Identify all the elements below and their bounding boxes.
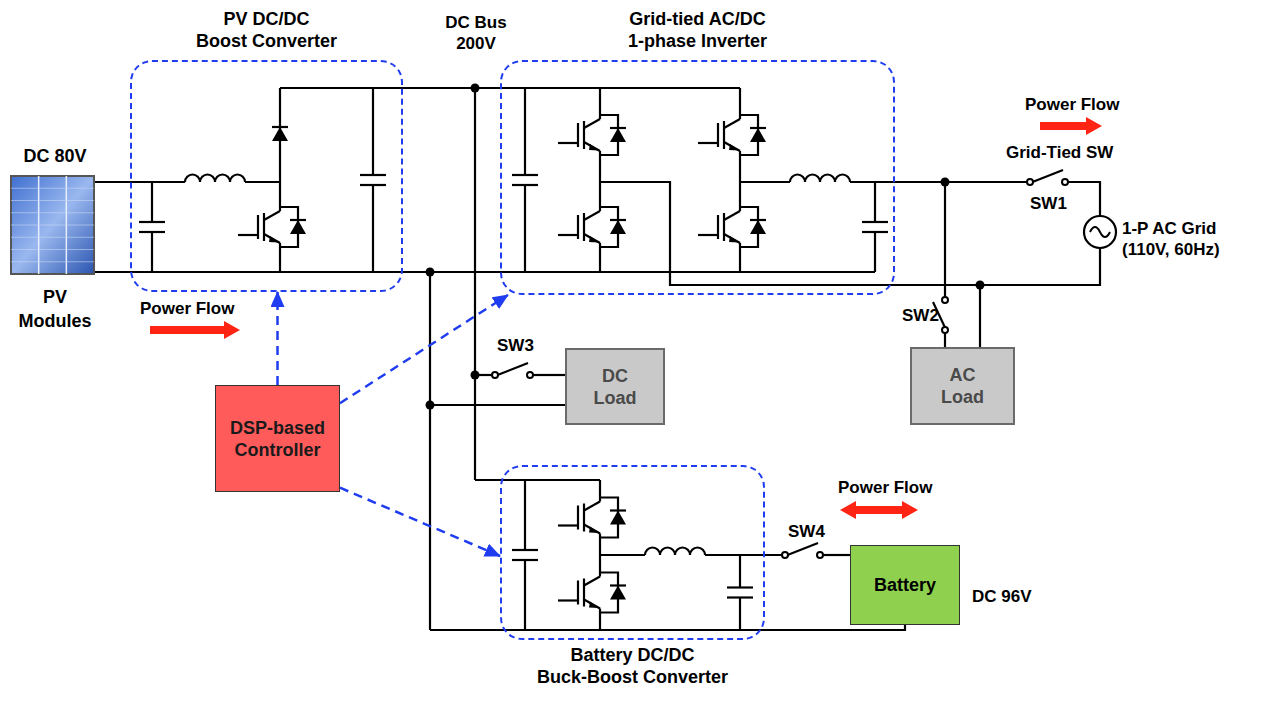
converter-group: Battery DC/DC Buck-Boost Converter: [500, 465, 765, 699]
component-box: DC Load: [565, 348, 665, 425]
component-box: DSP-based Controller: [215, 385, 340, 492]
annotation-label: SW4: [788, 521, 825, 542]
control-link: [276, 292, 279, 385]
annotation-label: Power Flow: [838, 477, 932, 498]
control-link: [340, 488, 500, 556]
converter-group: PV DC/DC Boost Converter: [130, 8, 403, 292]
box-label: AC Load: [941, 364, 984, 408]
annotation-label: Power Flow: [140, 298, 234, 319]
annotation-label: Grid-Tied SW: [1006, 142, 1113, 163]
dashed-boundary: [130, 60, 403, 292]
pv-label: DC 80V: [5, 145, 105, 167]
group-heading: Grid-tied AC/DC 1-phase Inverter: [627, 8, 769, 52]
box-label: Battery: [874, 574, 936, 596]
annotation-label: SW2: [902, 305, 939, 326]
pv-label: PV Modules: [5, 285, 105, 333]
converter-group: Grid-tied AC/DC 1-phase Inverter: [500, 8, 895, 295]
annotation-label: Power Flow: [1025, 94, 1119, 115]
annotation-label: SW3: [497, 335, 534, 356]
annotation-label: DC 96V: [972, 586, 1032, 607]
annotation-label: DC Bus 200V: [440, 12, 512, 54]
box-label: DC Load: [594, 365, 637, 409]
component-box: Battery: [850, 545, 960, 625]
component-box: AC Load: [910, 347, 1015, 425]
control-link: [340, 295, 508, 403]
group-heading: Battery DC/DC Buck-Boost Converter: [533, 644, 733, 688]
group-heading: PV DC/DC Boost Converter: [196, 8, 338, 52]
dashed-boundary: [500, 465, 765, 640]
box-label: DSP-based Controller: [230, 417, 325, 461]
dashed-boundary: [500, 60, 895, 295]
annotation-label: 1-P AC Grid (110V, 60Hz): [1122, 218, 1220, 260]
pv-module: DC 80V PV Modules: [5, 145, 105, 335]
annotation-label: SW1: [1030, 193, 1067, 214]
solar-panel: [10, 175, 95, 275]
